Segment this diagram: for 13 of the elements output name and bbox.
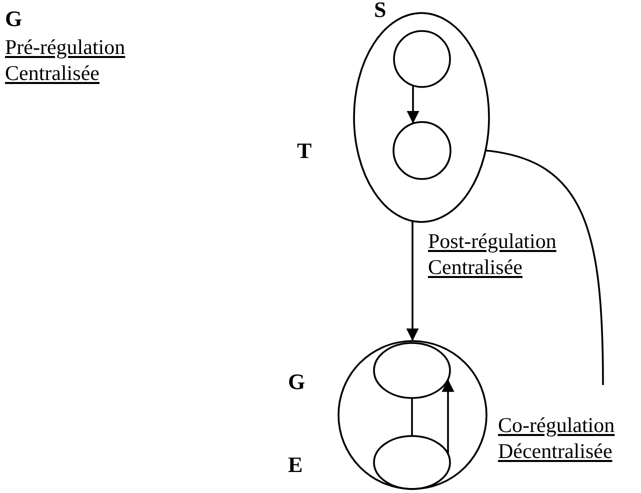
arrow <box>406 221 419 341</box>
node-letter: G <box>288 370 306 394</box>
connector-line <box>485 150 604 386</box>
arrow <box>406 86 420 124</box>
connector-line <box>411 398 413 436</box>
arrow <box>442 379 454 454</box>
underlined-label: Pré-régulation Centralisée <box>5 34 126 86</box>
node-letter: S <box>374 0 386 22</box>
node-letter: E <box>288 453 303 477</box>
node-letter: T <box>297 139 312 163</box>
underlined-label: Post-régulation Centralisée <box>428 228 558 280</box>
underlined-label: Co-régulation Décentralisée <box>498 412 616 464</box>
letter-label: G <box>5 6 24 32</box>
